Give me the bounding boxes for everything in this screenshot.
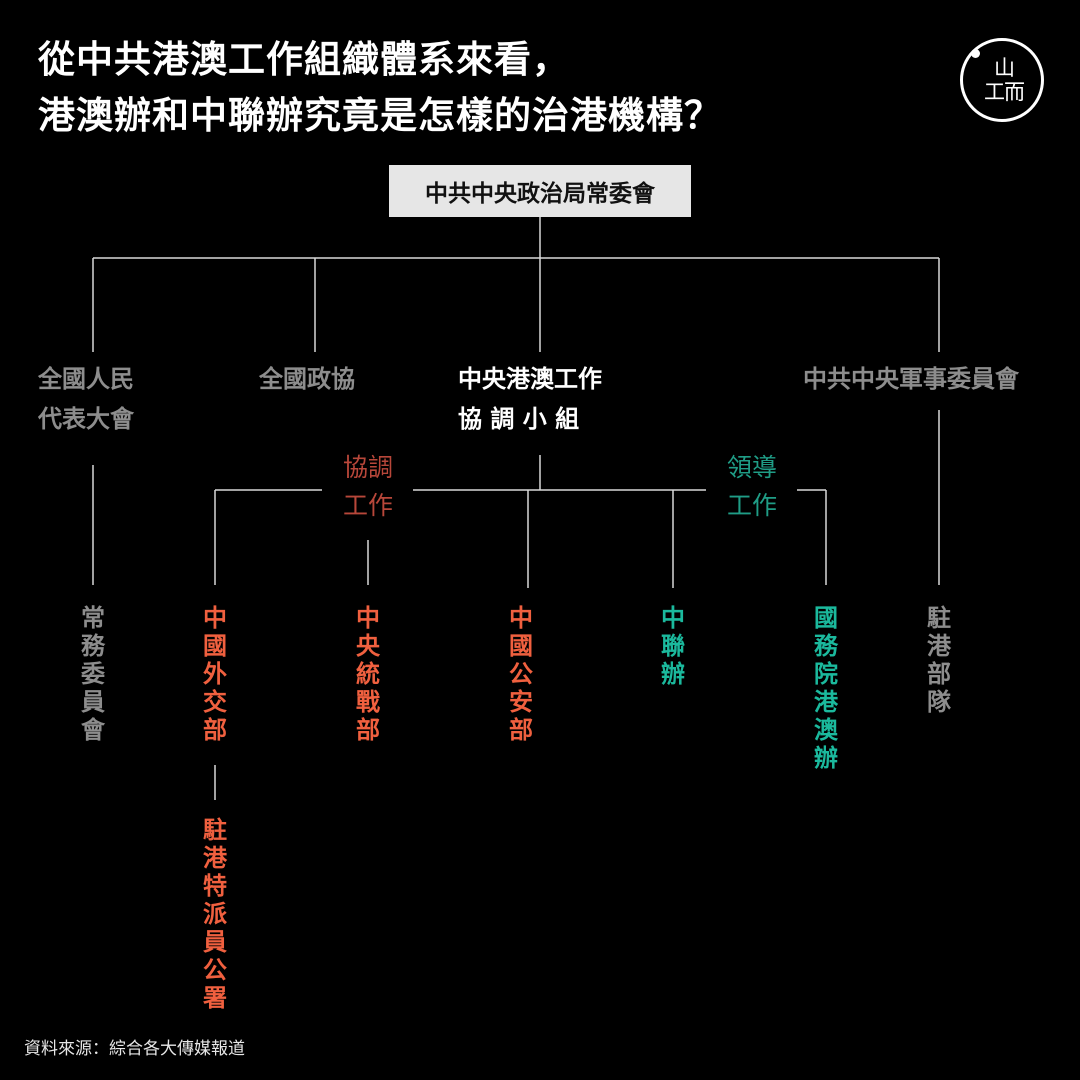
node-hk-macao-affairs-office: 國務院港澳辦 bbox=[814, 604, 838, 772]
node-liaison-office: 中聯辦 bbox=[661, 604, 685, 688]
node-central-military-commission: 中共中央軍事委員會 bbox=[803, 365, 1019, 393]
node-npc-standing-committee: 常務委員會 bbox=[81, 604, 105, 744]
title-line-2: 港澳辦和中聯辦究竟是怎樣的治港機構？ bbox=[38, 94, 722, 137]
source-note: 資料來源：綜合各大傳媒報道 bbox=[24, 1039, 245, 1059]
node-central-hk-macao-group: 中央港澳工作 協 調 小 組 bbox=[458, 365, 602, 433]
label-lead-work: 領導 工作 bbox=[726, 453, 777, 520]
node-pla-hk-garrison: 駐港部隊 bbox=[927, 604, 951, 716]
node-npc: 全國人民 代表大會 bbox=[38, 365, 134, 433]
label-coordinate-work: 協調 工作 bbox=[342, 453, 393, 520]
page-title: 從中共港澳工作組織體系來看， 港澳辦和中聯辦究竟是怎樣的治港機構？ bbox=[38, 32, 722, 144]
brand-logo: 山 工而 bbox=[960, 38, 1044, 122]
node-politburo-standing-committee: 中共中央政治局常委會 bbox=[389, 165, 691, 217]
logo-text: 山 工而 bbox=[984, 56, 1025, 104]
node-public-security-ministry: 中國公安部 bbox=[509, 604, 533, 744]
node-foreign-ministry: 中國外交部 bbox=[203, 604, 227, 744]
node-cppcc: 全國政協 bbox=[259, 365, 355, 393]
title-line-1: 從中共港澳工作組織體系來看， bbox=[38, 38, 570, 81]
logo-dot bbox=[971, 49, 980, 58]
node-united-front-dept: 中央統戰部 bbox=[356, 604, 380, 744]
node-foreign-ministry-hk-office: 駐港特派員公署 bbox=[203, 816, 227, 1012]
